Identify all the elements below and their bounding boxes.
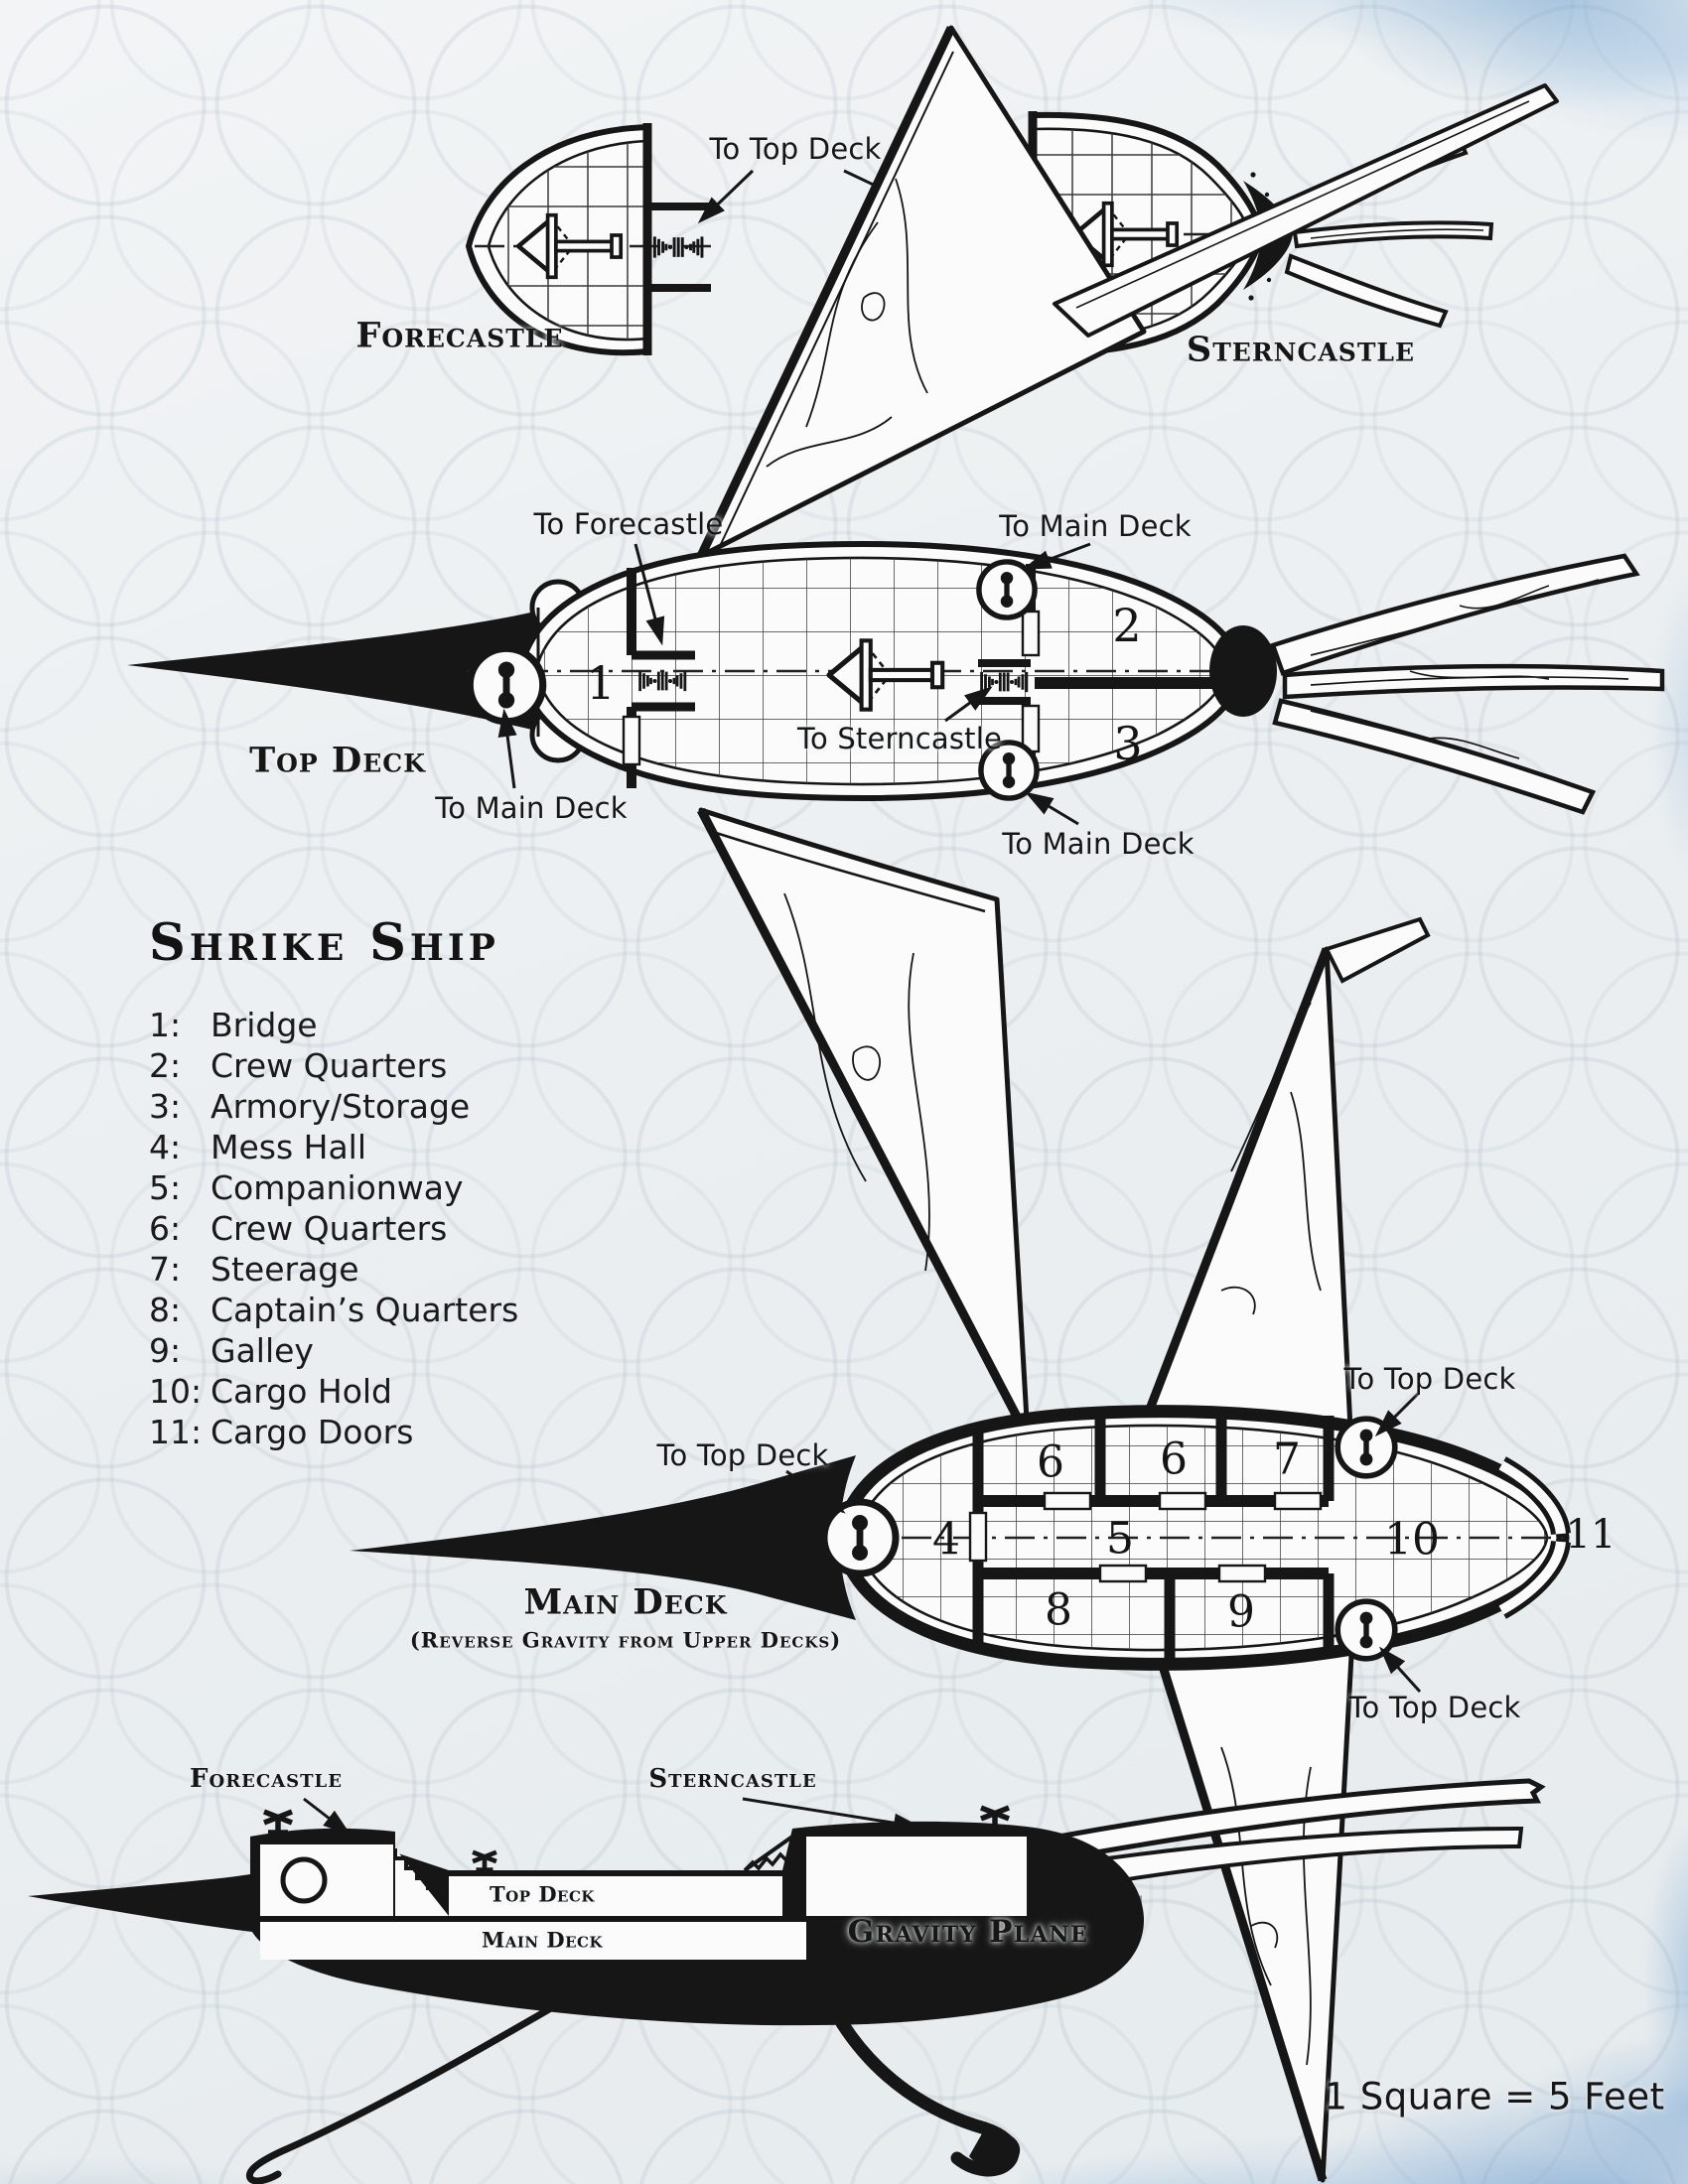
room-number-1: 1: [586, 656, 616, 710]
side-tail-feather: [1052, 1778, 1546, 1857]
main-deck-title: Main Deck: [523, 1581, 728, 1623]
forecastle-title: Forecastle: [355, 315, 564, 356]
door: [1217, 1564, 1267, 1583]
side-view-drawing: [28, 1778, 1546, 2184]
annotation-to-top-deck-main-bottomright: To Top Deck: [1348, 1691, 1521, 1724]
room-number-11: 11: [1565, 1512, 1617, 1558]
side-sterncastle-label: Sterncastle: [648, 1764, 817, 1794]
top-deck-ship-drawing: [127, 25, 1665, 1440]
annotation-to-top-deck: To Top Deck: [709, 132, 882, 166]
main-deck-arrows: [785, 1392, 1422, 1694]
side-view-arrows: [303, 1797, 922, 1836]
room-number-3: 3: [1113, 717, 1143, 770]
legend-item: 10:Cargo Hold: [149, 1372, 392, 1411]
legend-item: 2:Crew Quarters: [149, 1046, 448, 1085]
annotation-to-main-deck-bottom: To Main Deck: [1002, 827, 1195, 861]
annotation-to-top-deck-main-topright: To Top Deck: [1343, 1362, 1516, 1396]
legend-rows: 1:Bridge 2:Crew Quarters 3:Armory/Storag…: [149, 1005, 626, 1452]
main-deck-beak: [350, 1455, 856, 1620]
top-deck-beak: [127, 610, 544, 733]
annotation-to-main-deck-left: To Main Deck: [435, 791, 628, 825]
annotation-to-main-deck-top: To Main Deck: [999, 509, 1192, 543]
legend-item: 5:Companionway: [149, 1168, 464, 1207]
room-number-6b: 6: [1160, 1433, 1188, 1485]
gravity-plane-label: Gravity Plane: [847, 1914, 1089, 1950]
top-deck-title: Top Deck: [249, 740, 426, 781]
room-number-9: 9: [1227, 1586, 1255, 1638]
main-deck-subtitle: (Reverse Gravity from Upper Decks): [409, 1627, 842, 1653]
door: [968, 1511, 988, 1563]
room-number-7: 7: [1273, 1433, 1301, 1485]
side-top-deck-label: Top Deck: [490, 1881, 595, 1907]
top-deck-lower-wing: [697, 807, 1032, 1440]
top-deck-tail-feathers: [1270, 553, 1665, 815]
top-deck-tail-blob: [1209, 625, 1277, 717]
annotation-to-top-deck-main-left: To Top Deck: [656, 1438, 829, 1472]
room-number-10: 10: [1384, 1514, 1440, 1566]
map-scale-note: 1 Square = 5 Feet: [1324, 2075, 1665, 2118]
annotation-to-sterncastle: To Sterncastle: [796, 722, 1003, 755]
door: [1098, 1564, 1148, 1583]
top-deck-arrows: [497, 542, 1091, 826]
legend-item: 8:Captain’s Quarters: [149, 1291, 519, 1329]
door: [1158, 1491, 1207, 1511]
room-number-5: 5: [1106, 1513, 1134, 1565]
cargo-doors: [1495, 1456, 1571, 1619]
annotation-to-forecastle: To Forecastle: [533, 507, 724, 541]
side-view-leg: [245, 2001, 560, 2184]
legend-item: 1:Bridge: [149, 1006, 318, 1044]
legend-item: 3:Armory/Storage: [149, 1087, 471, 1126]
legend-title: Shrike Ship: [149, 913, 499, 973]
door: [1273, 1491, 1323, 1511]
legend-item: 6:Crew Quarters: [149, 1209, 448, 1248]
door: [1021, 610, 1041, 657]
side-forecastle-label: Forecastle: [190, 1764, 343, 1794]
forecastle-plan-drawing: [465, 123, 711, 356]
door: [622, 715, 641, 766]
main-deck-ship-drawing: [350, 916, 1571, 2183]
legend-item: 11:Cargo Doors: [149, 1413, 414, 1451]
side-tail-feather: [1074, 1826, 1524, 1887]
porthole: [280, 1856, 328, 1904]
legend-item: 4:Mess Hall: [149, 1128, 367, 1166]
room-number-4: 4: [932, 1514, 960, 1566]
legend-item: 7:Steerage: [149, 1250, 359, 1289]
legend-item: 9:Galley: [149, 1331, 314, 1370]
legend: Shrike Ship 1:Bridge 2:Crew Quarters 3:A…: [149, 913, 626, 1452]
top-deck-upper-wing: [696, 25, 1559, 559]
room-number-8: 8: [1045, 1584, 1072, 1636]
room-number-6a: 6: [1037, 1436, 1064, 1488]
room-number-2: 2: [1112, 599, 1142, 652]
door: [1043, 1491, 1092, 1511]
side-main-deck-label: Main Deck: [481, 1927, 604, 1953]
sterncastle-title: Sterncastle: [1186, 329, 1416, 370]
side-view-stairs: [743, 1849, 794, 1872]
